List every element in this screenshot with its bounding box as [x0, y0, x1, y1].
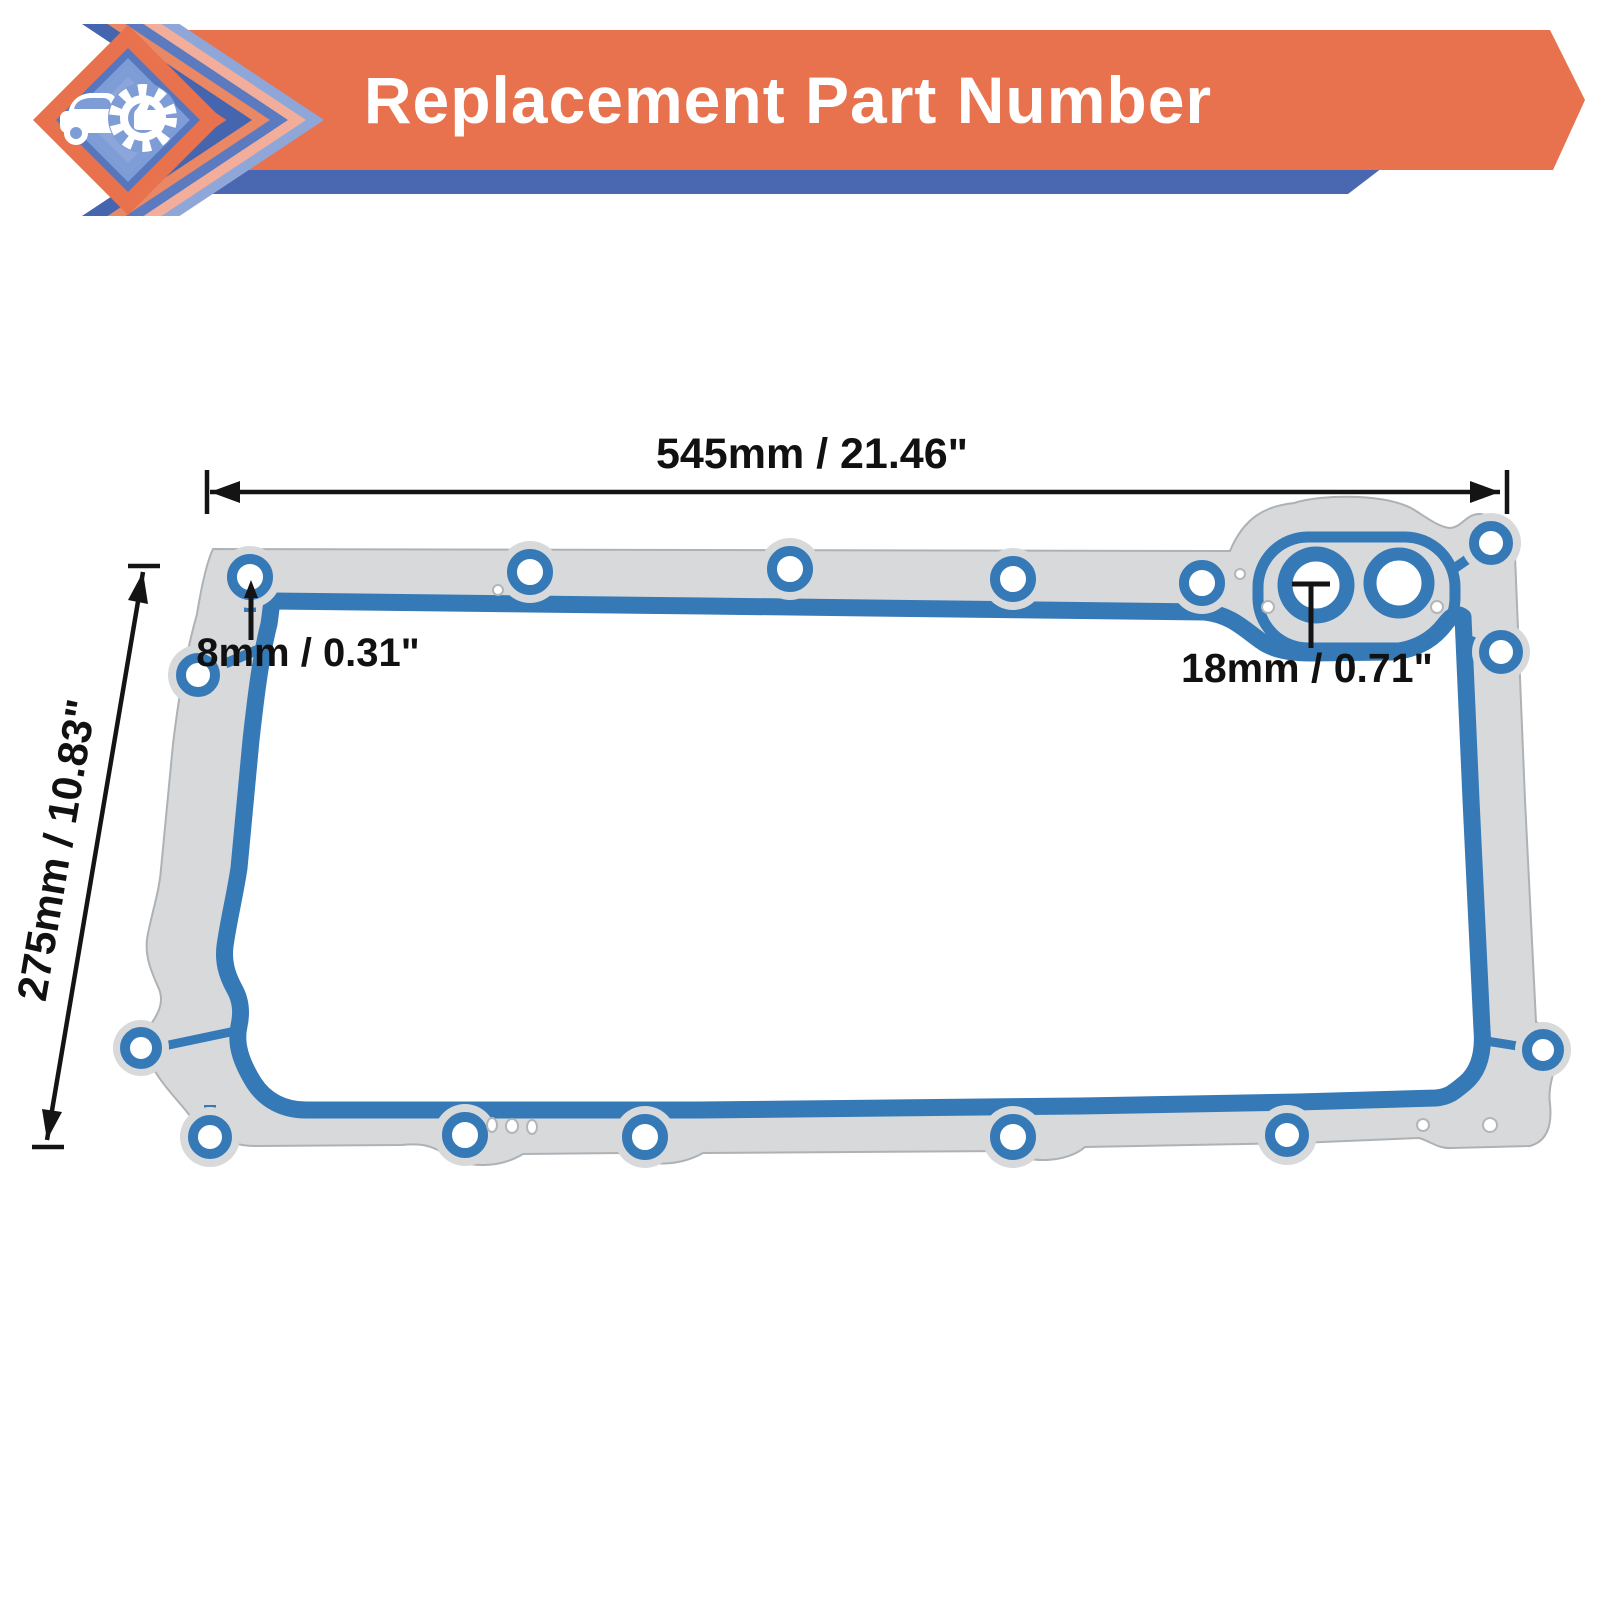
dimension-label-bolt-hole: 8mm / 0.31": [196, 630, 420, 675]
dimension-width: [204, 470, 1510, 514]
page-title: Replacement Part Number: [363, 63, 1213, 137]
dimension-label-width: 545mm / 21.46": [655, 429, 969, 478]
port-seal-loop: [1252, 531, 1461, 654]
header-banner: Replacement Part Number: [138, 30, 1585, 170]
banner-shadow-bar: [150, 168, 1382, 194]
car-icon: [60, 93, 124, 145]
logo-icon-group: [60, 83, 178, 153]
thumbs-up-icon: [134, 96, 162, 130]
dimension-label-port: 18mm / 0.71": [1181, 644, 1433, 691]
small-holes: [486, 568, 1498, 1135]
dimension-height: [32, 563, 160, 1150]
port-hole-large-2: [1363, 547, 1435, 619]
bolt-holes: [113, 513, 1571, 1168]
leader-port: [1292, 581, 1330, 648]
leader-bolt-hole: [244, 580, 258, 640]
